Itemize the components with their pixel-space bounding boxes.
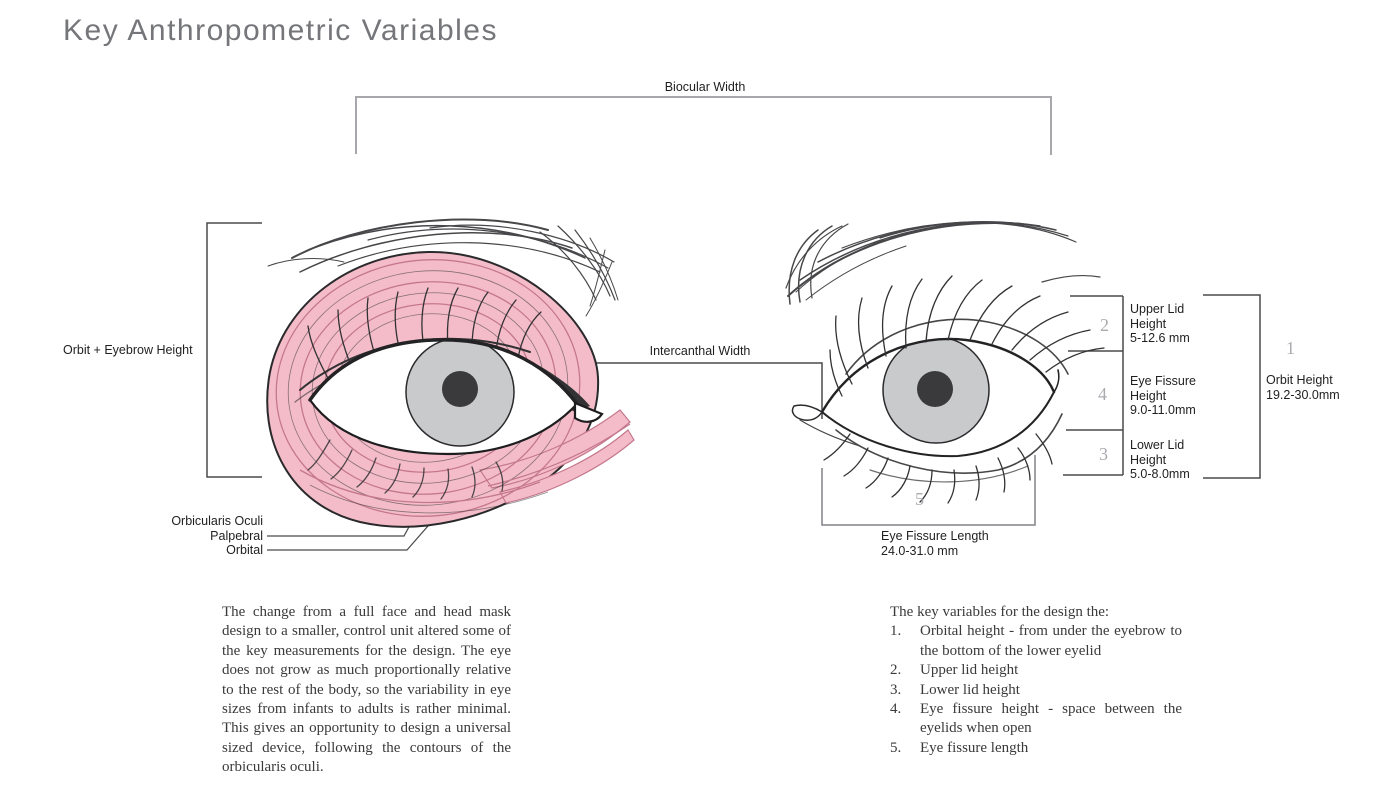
key-variables-intro: The key variables for the design the: [890, 604, 1110, 620]
left-pupil [442, 371, 478, 407]
callout-number-5-eye-fissure-length: 5 [915, 489, 924, 509]
right-pupil [917, 371, 953, 407]
callout-number-3-lower-lid: 3 [1099, 444, 1108, 464]
orbital-label: Orbital [226, 543, 263, 558]
orbicularis-oculi-label: Orbicularis Oculi [171, 514, 263, 528]
orbit-height-label: Orbit Height 19.2-30.0mm [1266, 373, 1340, 402]
key-variables-list: The key variables for the design the: 1.… [890, 603, 1182, 758]
orbit-height-bracket [1203, 294, 1261, 479]
callout-number-4-eye-fissure-height: 4 [1098, 384, 1107, 404]
list-item-text: Eye fissure length [920, 739, 1029, 756]
palpebral-label: Palpebral [210, 528, 263, 543]
list-item-number: 1. [890, 623, 902, 640]
page-title: Key Anthropometric Variables [63, 14, 498, 47]
lid-heights-bracket [1063, 295, 1124, 476]
design-change-paragraph: The change from a full face and head mas… [222, 604, 511, 776]
right-tear-duct [791, 404, 824, 421]
list-item-number: 4. [890, 701, 902, 718]
list-item: 1. Orbital height - from under the eyebr… [890, 622, 1182, 661]
upper-lid-height-label: Upper Lid Height 5-12.6 mm [1130, 302, 1190, 346]
list-item: 4. Eye fissure height - space between th… [890, 700, 1182, 739]
biocular-width-label: Biocular Width [664, 80, 746, 94]
orbital-band-extension [478, 409, 631, 489]
list-item-number: 3. [890, 681, 902, 698]
biocular-width-bracket [355, 96, 1052, 155]
list-item-text: Lower lid height [920, 681, 1020, 698]
list-item-text: Eye fissure height - space between the e… [920, 701, 1182, 737]
eye-fissure-height-label: Eye Fissure Height 9.0-11.0mm [1130, 374, 1196, 418]
list-item-text: Upper lid height [920, 662, 1019, 679]
lower-lid-height-label: Lower Lid Height 5.0-8.0mm [1130, 438, 1190, 482]
left-tear-duct [573, 401, 604, 423]
muscle-part-labels: Orbicularis Oculi Palpebral Orbital [100, 514, 263, 558]
right-upper-lashes [829, 275, 1105, 397]
list-item: 5. Eye fissure length [890, 739, 1182, 758]
intercanthal-width-bracket [573, 362, 823, 419]
list-item-number: 5. [890, 739, 902, 756]
list-item-text: Orbital height - from under the eyebrow … [920, 623, 1182, 659]
orbit-eyebrow-height-bracket [206, 222, 262, 478]
left-lower-lashes [307, 439, 504, 500]
right-eyebrow-sketch [785, 221, 1101, 305]
list-item: 2. Upper lid height [890, 661, 1182, 680]
intercanthal-width-label: Intercanthal Width [649, 344, 751, 358]
eye-fissure-length-label: Eye Fissure Length 24.0-31.0 mm [881, 529, 989, 558]
list-item-number: 2. [890, 662, 902, 679]
right-lower-lashes [823, 433, 1053, 504]
callout-number-1-orbit: 1 [1286, 338, 1295, 358]
callout-number-2-upper-lid: 2 [1100, 315, 1109, 335]
orbit-eyebrow-height-label: Orbit + Eyebrow Height [63, 343, 193, 357]
left-eyebrow-sketch [267, 218, 619, 317]
left-eye-illustration [266, 218, 635, 528]
eye-fissure-length-bracket [821, 455, 1036, 526]
list-item: 3. Lower lid height [890, 681, 1182, 700]
right-eye-illustration [785, 221, 1105, 504]
